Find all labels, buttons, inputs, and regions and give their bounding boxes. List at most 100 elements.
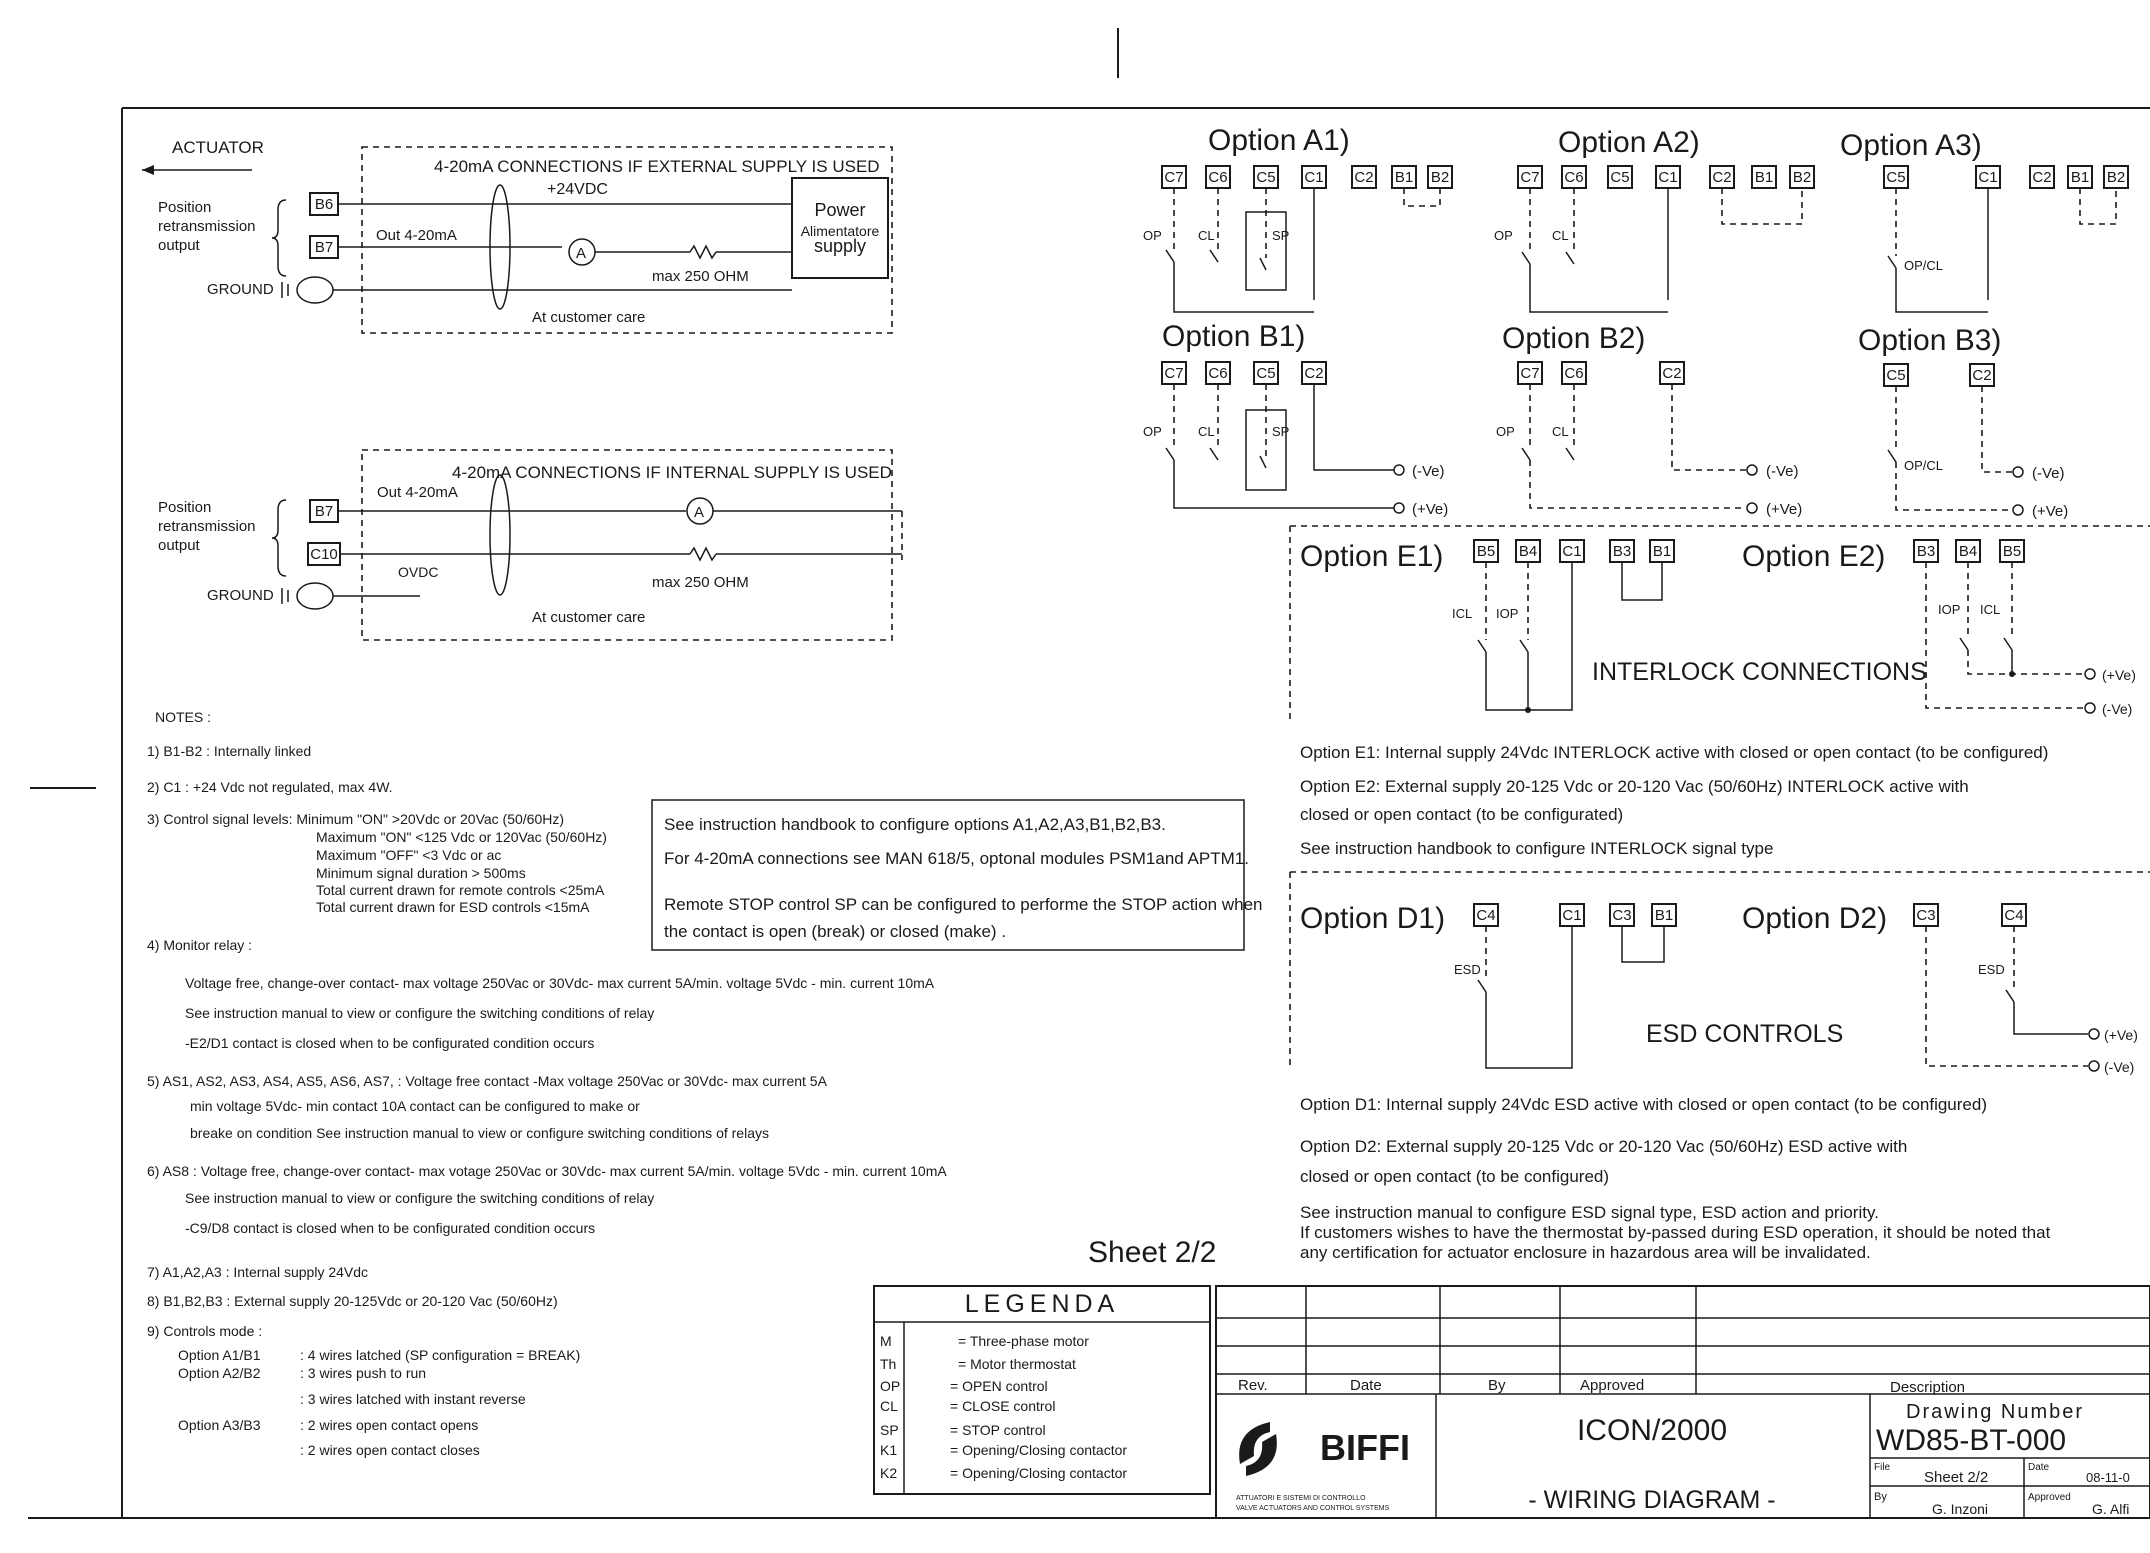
external-supply-section: ACTUATOR 4-20mA CONNECTIONS IF EXTERNAL … [142, 138, 893, 334]
logo-text: BIFFI [1320, 1427, 1410, 1468]
svg-text:B1: B1 [2071, 169, 2089, 186]
legend-key-1: M [880, 1333, 892, 1349]
svg-text:B3: B3 [1917, 543, 1935, 560]
d-text-2: Option D2: External supply 20-125 Vdc or… [1300, 1137, 1907, 1156]
terminal-b7: B7 [309, 235, 339, 259]
terminal-b6: B6 [309, 192, 339, 216]
d-text-1: Option D1: Internal supply 24Vdc ESD act… [1300, 1095, 1987, 1114]
e-text-2: Option E2: External supply 20-125 Vdc or… [1300, 777, 1969, 796]
note-9-desc-4: : 2 wires open contact opens [300, 1417, 478, 1433]
info-line-1: See instruction handbook to configure op… [664, 815, 1166, 834]
note-3-line-1: Maximum "ON" <125 Vdc or 120Vac (50/60Hz… [316, 829, 607, 845]
svg-text:C2: C2 [1972, 367, 1991, 384]
d2-neg: (-Ve) [2104, 1059, 2134, 1075]
power-supply-box [791, 177, 889, 279]
option-a2: Option A2) C7 C6 C5 C1 C2 B1 B2 OP CL [1494, 126, 1815, 313]
approved-label: Approved [2028, 1492, 2071, 1503]
note-5-line-2: breake on condition See instruction manu… [190, 1125, 769, 1141]
option-b1-title: Option B1) [1162, 320, 1305, 353]
b2-op: OP [1496, 424, 1515, 439]
note-3-line-5: Total current drawn for ESD controls <15… [316, 899, 590, 915]
resistor-label: max 250 OHM [652, 268, 749, 285]
note-5: 5) AS1, AS2, AS3, AS4, AS5, AS6, AS7, : … [147, 1073, 828, 1089]
file-label: File [1874, 1462, 1891, 1473]
option-a2-title: Option A2) [1558, 126, 1700, 159]
ammeter-label: A [576, 245, 586, 262]
svg-text:C2: C2 [1712, 169, 1731, 186]
internal-supply-title: 4-20mA CONNECTIONS IF INTERNAL SUPPLY IS… [452, 463, 892, 482]
svg-text:C3: C3 [1916, 907, 1935, 924]
legend-key-7: K2 [880, 1465, 897, 1481]
svg-text:C5: C5 [1886, 169, 1905, 186]
option-a3: Option A3) C5 C1 C2 B1 B2 OP/CL [1840, 129, 2129, 313]
b1-neg: (-Ve) [1412, 463, 1445, 480]
position-label-3: output [158, 237, 201, 254]
note-6-line-2: -C9/D8 contact is closed when to be conf… [185, 1220, 595, 1236]
legend-key-6: K1 [880, 1442, 897, 1458]
svg-text:B6: B6 [315, 196, 333, 213]
svg-text:C3: C3 [1612, 907, 1631, 924]
note-4: 4) Monitor relay : [147, 937, 252, 953]
position-label-1b: Position [158, 499, 211, 516]
position-label-2b: retransmission [158, 518, 256, 535]
notes-section: NOTES : 1) B1-B2 : Internally linked 2) … [147, 709, 947, 1458]
out-4-20ma-label: Out 4-20mA [376, 227, 457, 244]
legend-key-2: Th [880, 1356, 896, 1372]
d-text-3: closed or open contact (to be configured… [1300, 1167, 1609, 1186]
svg-text:B7: B7 [315, 503, 333, 520]
svg-text:C1: C1 [1978, 169, 1997, 186]
svg-text:C6: C6 [1208, 169, 1227, 186]
info-line-3: Remote STOP control SP can be configured… [664, 895, 1263, 914]
svg-text:B4: B4 [1519, 543, 1537, 560]
svg-text:C5: C5 [1886, 367, 1905, 384]
svg-text:C7: C7 [1520, 169, 1539, 186]
legend-key-5: SP [880, 1422, 899, 1438]
power-label: Power [814, 200, 865, 220]
terminal-c10: C10 [307, 542, 341, 566]
option-a1-title: Option A1) [1208, 124, 1350, 157]
supply-label: supply [814, 236, 866, 256]
d2-esd: ESD [1978, 962, 2005, 977]
svg-text:C10: C10 [310, 546, 338, 563]
note-4-line-2: See instruction manual to view or config… [185, 1005, 654, 1021]
a1-cl: CL [1198, 228, 1215, 243]
e1-icl: ICL [1452, 606, 1472, 621]
ground-label: GROUND [207, 281, 274, 298]
note-9-opt-4: Option A3/B3 [178, 1417, 261, 1433]
option-a1: Option A1) C7 C6 C5 C1 C2 B1 B2 OP CL SP [1143, 124, 1453, 313]
svg-text:C6: C6 [1564, 365, 1583, 382]
b3-neg: (-Ve) [2032, 465, 2065, 482]
note-6: 6) AS8 : Voltage free, change-over conta… [147, 1163, 947, 1179]
legend-val-5: = STOP control [950, 1422, 1046, 1438]
position-label-3b: output [158, 537, 201, 554]
b2-pos: (+Ve) [1766, 501, 1802, 518]
b1-sp: SP [1272, 424, 1289, 439]
file-value: Sheet 2/2 [1924, 1469, 1988, 1486]
alimentatore-label: Alimentatore [801, 223, 880, 239]
external-supply-title: 4-20mA CONNECTIONS IF EXTERNAL SUPPLY IS… [434, 157, 880, 176]
svg-text:C5: C5 [1610, 169, 1629, 186]
e2-terminals: B3 B4 B5 [1913, 539, 2025, 563]
svg-text:C5: C5 [1256, 169, 1275, 186]
note-3-line-2: Maximum "OFF" <3 Vdc or ac [316, 847, 501, 863]
e2-iop: IOP [1938, 602, 1960, 617]
ammeter-label-b: A [694, 504, 704, 521]
sheet-label: Sheet 2/2 [1088, 1236, 1216, 1269]
external-supply-voltage: +24VDC [547, 181, 608, 198]
svg-text:C6: C6 [1208, 365, 1227, 382]
option-b1: Option B1) C7 C6 C5 C2 OP CL SP (-Ve) (+… [1143, 320, 1448, 518]
svg-text:B5: B5 [1477, 543, 1495, 560]
e-text-3: closed or open contact (to be configurat… [1300, 805, 1623, 824]
svg-text:C7: C7 [1164, 169, 1183, 186]
customer-care-label: At customer care [532, 309, 645, 326]
interlock-label: INTERLOCK CONNECTIONS [1592, 658, 1927, 686]
legend-val-2: = Motor thermostat [958, 1356, 1076, 1372]
drawing-number: WD85-BT-000 [1876, 1424, 2066, 1457]
tb-date: Date [1350, 1377, 1382, 1394]
a1-terminals: C7 C6 C5 C1 C2 B1 B2 [1161, 165, 1453, 189]
option-d1-title: Option D1) [1300, 902, 1445, 935]
tb-by: By [1488, 1377, 1506, 1394]
e2-pos: (+Ve) [2102, 667, 2136, 683]
e-text-4: See instruction handbook to configure IN… [1300, 839, 1773, 858]
svg-text:B4: B4 [1959, 543, 1977, 560]
